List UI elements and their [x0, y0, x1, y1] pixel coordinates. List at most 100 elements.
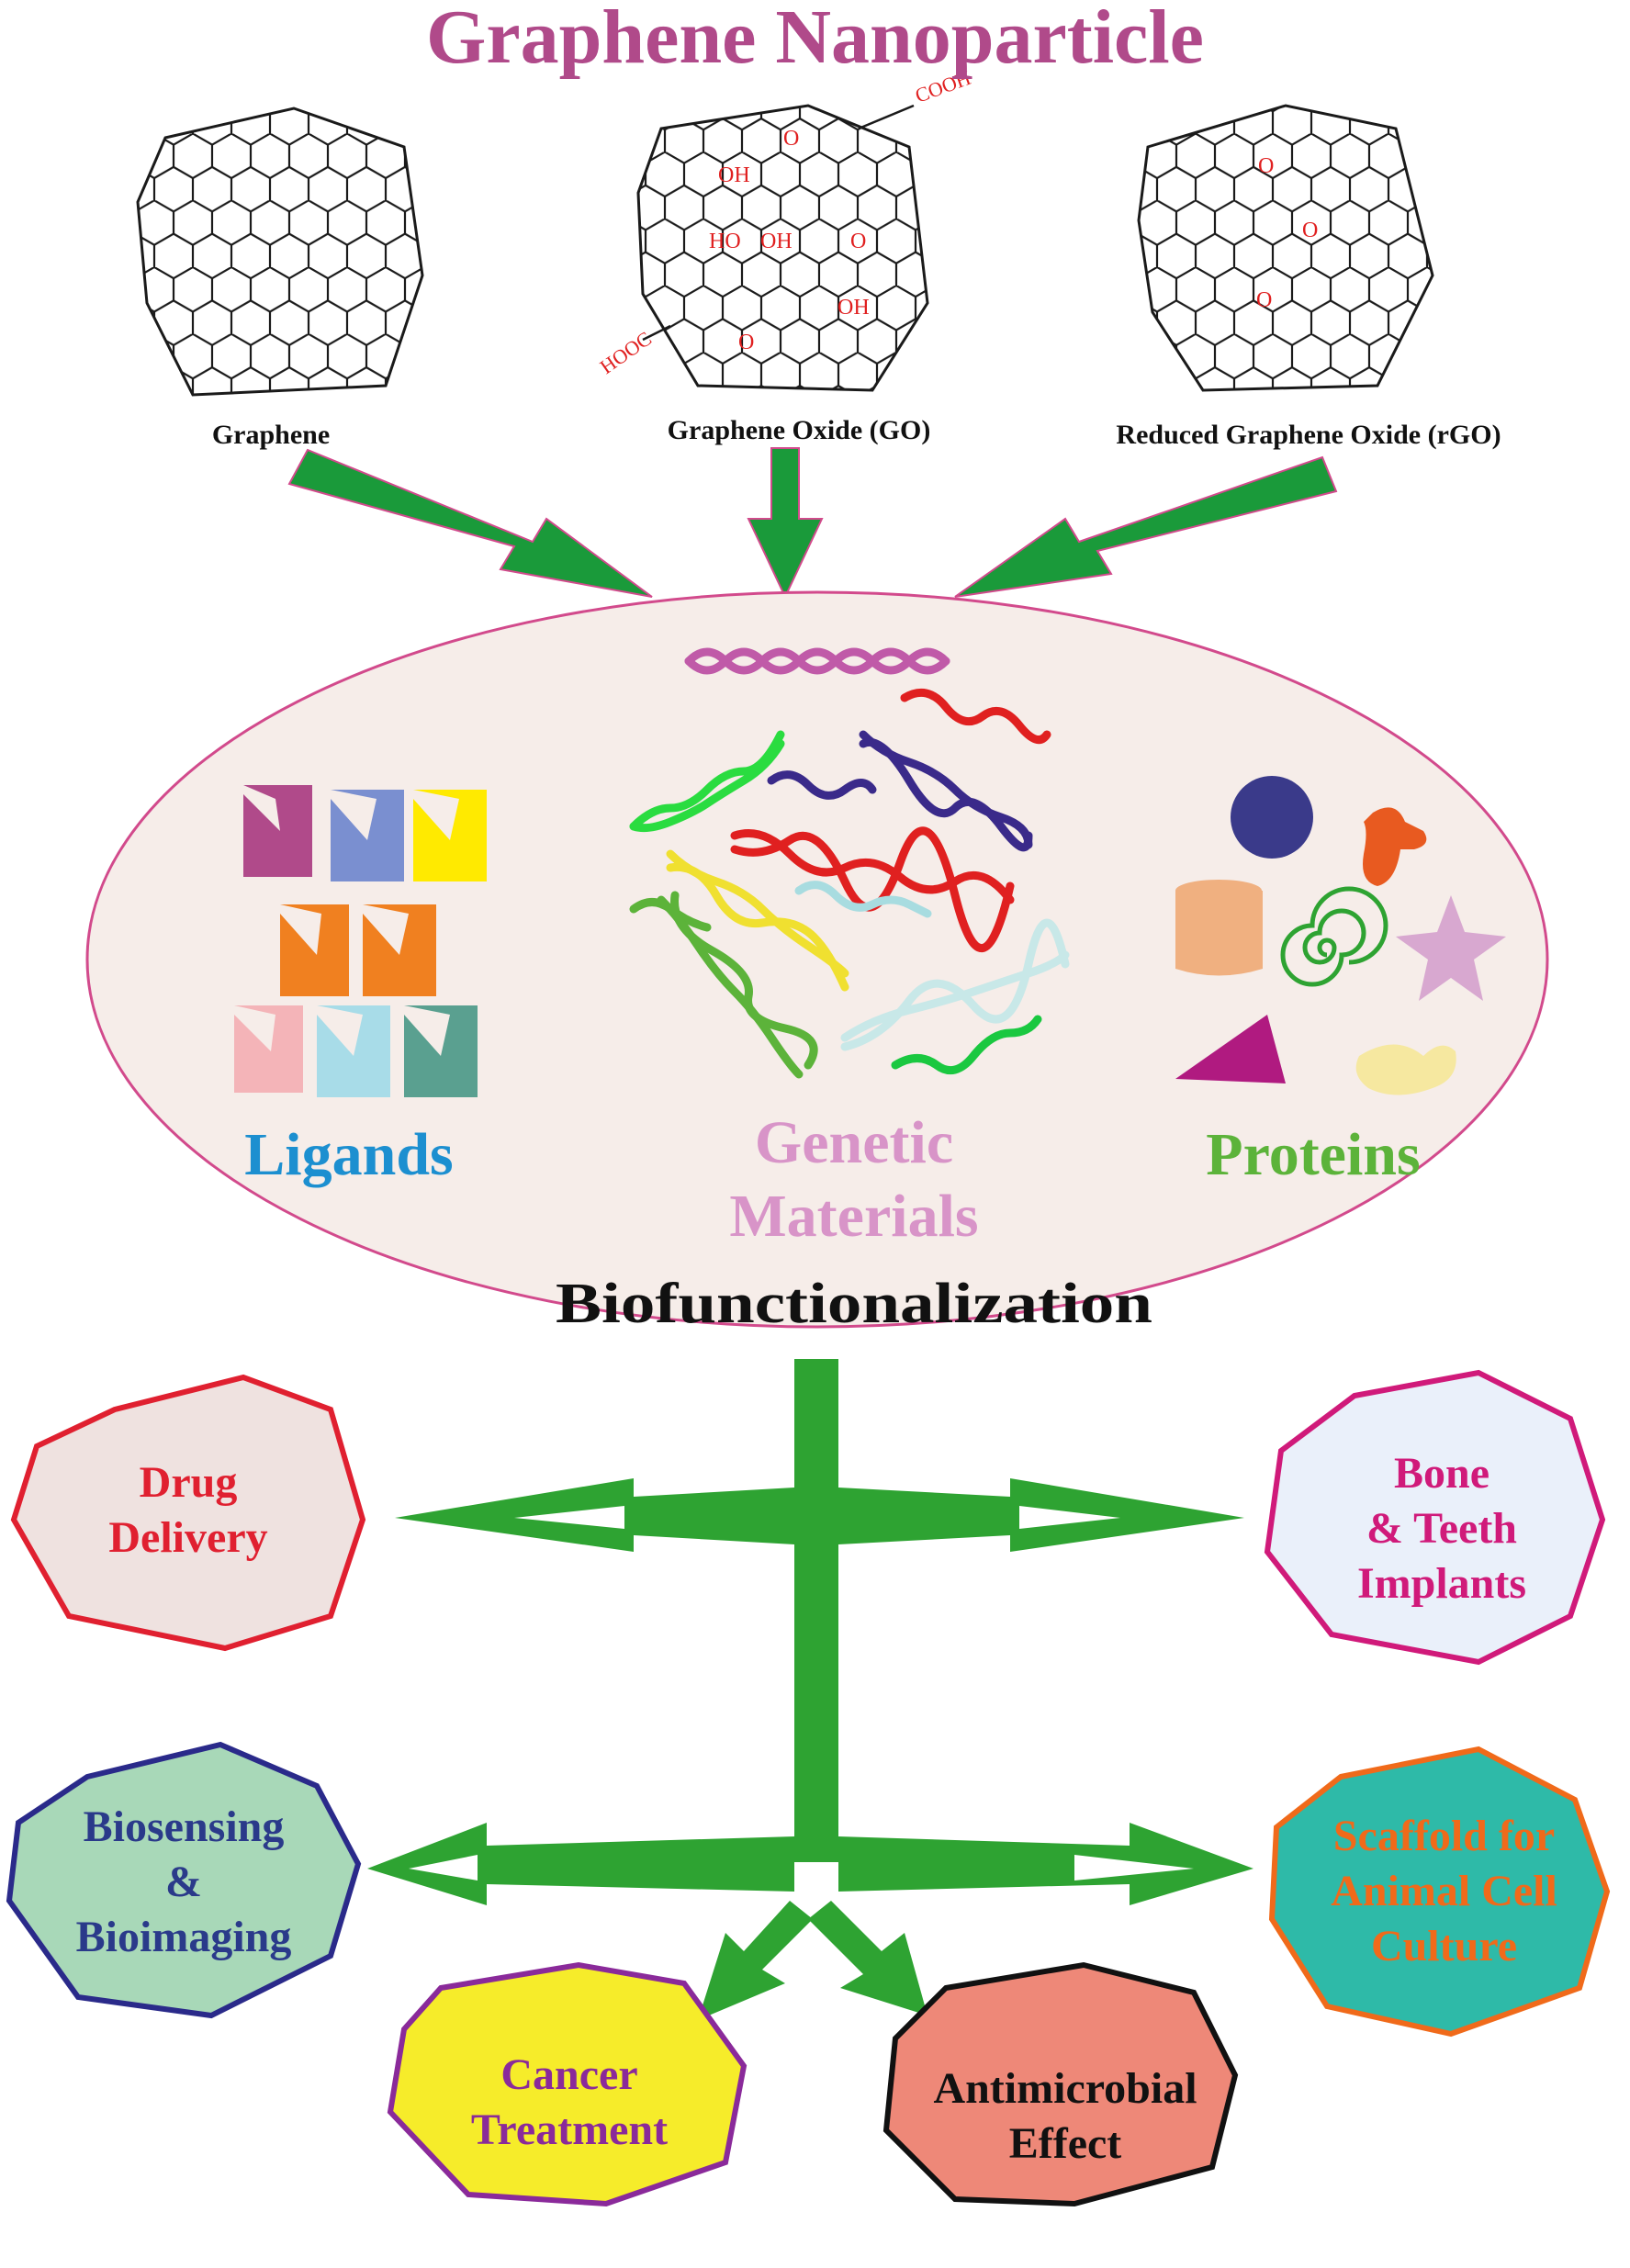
biosensing-label: Biosensing & Bioimaging [28, 1800, 340, 1965]
go-group-label: OH [837, 296, 870, 320]
arrow-graphene [287, 448, 653, 598]
arrow-left-lower-inner [409, 1855, 478, 1881]
reduced-graphene-oxide-label: Reduced Graphene Oxide (rGO) [1116, 420, 1501, 450]
trunk [794, 1359, 838, 1862]
protein-cylinder-top [1175, 880, 1262, 902]
arrow-go [747, 447, 824, 600]
dna-strand [840, 918, 1070, 1051]
go-group-label: HOOC [596, 327, 656, 378]
node-label-line: Animal Cell [1331, 1867, 1557, 1915]
arrow-down-left [698, 1901, 813, 2020]
go-group-label: OH [718, 163, 750, 187]
arrow-down-right [808, 1901, 927, 2015]
node-label-line: Drug [139, 1458, 238, 1507]
dna-strand [900, 688, 1051, 745]
ligand-shapes [234, 785, 487, 1097]
node-label-line: & Teeth [1366, 1504, 1517, 1553]
node-label-line: Bone [1393, 1449, 1489, 1498]
drug-delivery-label: Drug Delivery [46, 1455, 331, 1566]
node-label-line: Culture [1370, 1922, 1518, 1970]
graphene-oxide-structure: COOH O OH HO OH O OH O HOOC [596, 66, 973, 392]
arrow-rgo [954, 455, 1338, 598]
drug-delivery-node [10, 1374, 366, 1652]
rgo-group-label: O [1258, 154, 1274, 178]
application-nodes [6, 1369, 1611, 2207]
protein-circle [1231, 776, 1313, 859]
biofunctionalization-ellipse [85, 590, 1549, 1329]
dna-strand [891, 1015, 1042, 1075]
ligand-shape [363, 904, 436, 996]
protein-shapes [1175, 776, 1506, 1095]
ligand-shape [280, 904, 349, 996]
node-label-line: & [165, 1858, 202, 1906]
scaffold-label: Scaffold for Animal Cell Culture [1286, 1809, 1602, 1974]
go-group-label: O [850, 230, 866, 253]
dna-strand [730, 829, 1015, 904]
node-label-line: Treatment [470, 2105, 669, 2154]
dna-strand [840, 950, 1070, 1042]
protein-triangle [1175, 1015, 1286, 1083]
proteins-label: Proteins [1206, 1121, 1421, 1188]
arrow-right-upper-inner [1019, 1506, 1120, 1529]
ligand-shape [317, 1005, 390, 1097]
genetic-material-strands [629, 647, 1070, 1079]
scaffold-node [1268, 1746, 1611, 2038]
protein-star [1396, 895, 1506, 1001]
go-group-label: O [738, 331, 754, 354]
go-group-label: O [783, 127, 799, 151]
go-group-label: HO [709, 230, 741, 253]
page-title: Graphene Nanoparticle [426, 0, 1204, 80]
node-label-line: Cancer [500, 2050, 638, 2099]
arrow-left-lower [367, 1823, 794, 1905]
bone-implants-node [1264, 1369, 1606, 1666]
ligands-label: Ligands [244, 1121, 454, 1188]
arrow-left-upper-inner [514, 1506, 624, 1529]
rgo-group-label: O [1302, 219, 1318, 242]
node-label-line: Biosensing [83, 1802, 285, 1851]
graphene-oxide-label: Graphene Oxide (GO) [667, 415, 931, 445]
genetic-label-line: Materials [729, 1183, 979, 1250]
protein-bean [1355, 1044, 1456, 1095]
cancer-treatment-label: Cancer Treatment [409, 2048, 730, 2158]
ligand-shape [331, 790, 404, 881]
ligand-shape [234, 1005, 303, 1093]
protein-blob [1363, 807, 1427, 886]
reduced-graphene-oxide-structure: O O O [1137, 104, 1434, 392]
protein-spiral [1280, 886, 1388, 987]
protein-cylinder [1175, 891, 1263, 976]
node-label-line: Bioimaging [75, 1913, 292, 1961]
antimicrobial-label: Antimicrobial Effect [900, 2061, 1231, 2172]
dna-strand [670, 891, 818, 1070]
biosensing-node [6, 1741, 362, 2019]
dna-strand [666, 862, 849, 992]
node-label-line: Scaffold for [1332, 1812, 1556, 1860]
genetic-materials-label: Genetic Materials [661, 1106, 1047, 1253]
graphene-structure [136, 107, 424, 397]
graphene-label: Graphene [211, 420, 331, 450]
cancer-treatment-node [387, 1961, 748, 2207]
dna-strand [629, 739, 785, 833]
top-arrows [287, 447, 1338, 600]
bone-implants-label: Bone & Teeth Implants [1295, 1446, 1589, 1611]
rgo-group-label: O [1256, 288, 1272, 312]
node-label-line: Implants [1356, 1559, 1527, 1608]
go-group-label: OH [760, 230, 793, 253]
node-label-line: Antimicrobial [933, 2064, 1197, 2113]
dna-strand [859, 738, 1033, 852]
ligand-shape [243, 785, 312, 877]
genetic-label-line: Genetic [754, 1109, 954, 1176]
ligand-shape [404, 1005, 478, 1097]
dna-strand [730, 826, 1015, 952]
dna-strand [794, 881, 932, 918]
branch-arrows [367, 1359, 1253, 2020]
antimicrobial-node [882, 1961, 1239, 2207]
dna-strand [684, 647, 950, 675]
arrow-right-lower-inner [1074, 1855, 1194, 1881]
ligand-shape [413, 790, 487, 881]
node-label-line: Delivery [108, 1513, 268, 1562]
dna-strand [767, 770, 877, 800]
arrow-right-lower [838, 1823, 1253, 1905]
node-label-line: Effect [1008, 2119, 1122, 2168]
biofunctionalization-label: Biofunctionalization [556, 1273, 1152, 1335]
